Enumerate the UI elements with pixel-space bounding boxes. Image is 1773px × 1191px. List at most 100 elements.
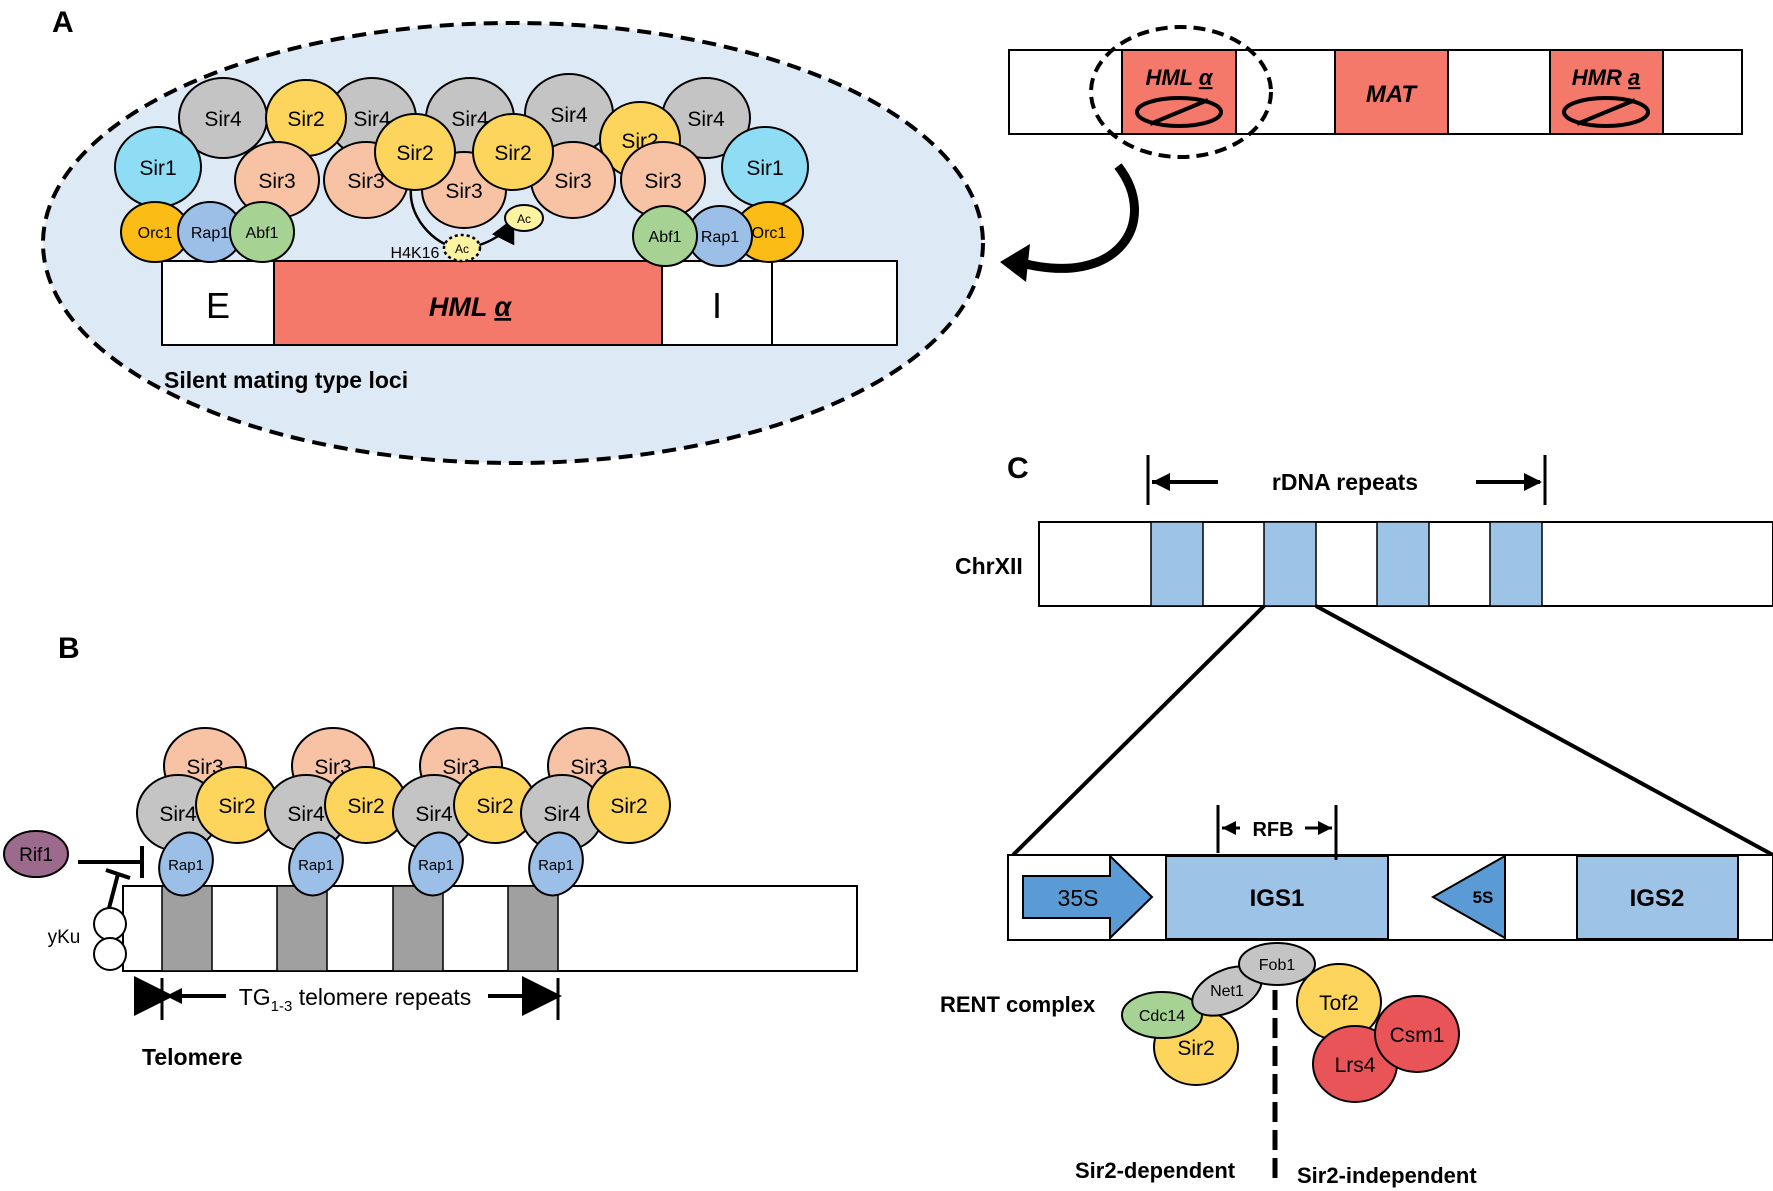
35s-label: 35S [1058, 885, 1099, 911]
abf1-protein [632, 205, 698, 267]
rap1-label: Rap1 [418, 857, 454, 874]
sir3-label: Sir3 [554, 170, 591, 193]
rap1-label: Rap1 [298, 857, 334, 874]
sir2-dependent-label: Sir2-dependent [1075, 1158, 1236, 1183]
zoom-line-right [1315, 604, 1773, 857]
sir4-label: Sir4 [287, 803, 325, 826]
rap1-protein [158, 831, 214, 897]
sir2-label: Sir2 [218, 795, 255, 818]
sir3-label: Sir3 [445, 180, 482, 203]
panel-c-letter: C [1007, 452, 1029, 485]
silenced-icon [1135, 96, 1223, 128]
sir4-label: Sir4 [159, 803, 197, 826]
telomere-caption: Telomere [142, 1044, 243, 1070]
tg-repeat [161, 885, 213, 972]
abf1-label: Abf1 [649, 229, 682, 246]
locus-hml-box [273, 260, 663, 346]
rap1-label: Rap1 [701, 229, 739, 246]
rap1-protein [528, 831, 584, 897]
sir4-label: Sir4 [415, 803, 453, 826]
igs1-box [1165, 855, 1389, 940]
yku-subunit [93, 907, 127, 941]
locus-hml-label: HML α [429, 292, 513, 322]
fob1-protein [1238, 942, 1316, 986]
abf1-label: Abf1 [246, 225, 279, 242]
rent-complex-label: RENT complex [940, 992, 1096, 1017]
hmr-box [1549, 49, 1664, 135]
igs1-label: IGS1 [1250, 885, 1305, 912]
yku-label: yKu [48, 927, 81, 948]
rfb-label: RFB [1252, 819, 1293, 841]
tof2-label: Tof2 [1319, 992, 1359, 1015]
sir3-label: Sir3 [347, 170, 384, 193]
sir1-label: Sir1 [139, 157, 176, 180]
rdna-unit [1489, 521, 1543, 607]
mat-label: MAT [1366, 81, 1419, 108]
sir4-label: Sir4 [353, 108, 391, 131]
sir3-label: Sir3 [570, 756, 607, 779]
rap1-protein [408, 831, 464, 897]
tg-repeats-label: TG1-3 telomere repeats [239, 984, 472, 1015]
igs2-box [1576, 855, 1739, 940]
rdna-unit [1150, 521, 1204, 607]
5s-label: 5S [1473, 888, 1494, 907]
sir-complex-a: Sir4 Sir4 Sir4 Sir4 Sir4 Sir2 Sir2 Sir3 … [114, 73, 809, 267]
sir1-label: Sir1 [746, 157, 783, 180]
rap1-label: Rap1 [168, 857, 204, 874]
sir2-label: Sir2 [494, 142, 531, 165]
sir3-label: Sir3 [442, 756, 479, 779]
sir2-protein [587, 766, 671, 844]
rdna-repeats-label: rDNA repeats [1272, 469, 1418, 495]
cdc14-label: Cdc14 [1139, 1008, 1185, 1025]
csm1-protein [1374, 995, 1460, 1073]
rap1-label: Rap1 [538, 857, 574, 874]
sir4-label: Sir4 [543, 803, 581, 826]
rif1-label: Rif1 [19, 845, 53, 866]
yku-inhibition-bar [105, 868, 131, 880]
net1-label: Net1 [1210, 983, 1244, 1000]
silent-loci-caption: Silent mating type loci [164, 367, 408, 393]
zoom-line-left [1011, 604, 1266, 857]
chrxii-bar [1038, 521, 1773, 607]
mat-box [1334, 49, 1449, 135]
rap1-protein [288, 831, 344, 897]
rent-complex: Sir2 Cdc14 Net1 Fob1 Tof2 Lrs4 Csm1 [1121, 942, 1460, 1103]
sir3-label: Sir3 [644, 170, 681, 193]
hmr-label: HMR a [1572, 65, 1640, 90]
acetyl-label: Ac [517, 212, 531, 226]
hml-zoom-ellipse [1089, 25, 1273, 159]
orc1-label: Orc1 [138, 225, 173, 242]
sir4-label: Sir4 [550, 104, 588, 127]
tg-repeat [276, 885, 328, 972]
telomere-bar [122, 885, 858, 972]
sir4-label: Sir4 [204, 108, 242, 131]
hml-label: HML α [1145, 65, 1213, 90]
igs2-label: IGS2 [1630, 885, 1685, 912]
sir2-label: Sir2 [610, 795, 647, 818]
silenced-icon [1562, 96, 1650, 128]
telomere-sir-complex: Sir3 Sir4 Sir2 Rap1 Sir3 Sir4 Sir2 Rap1 … [136, 727, 671, 897]
zoom-curved-arrow [1016, 163, 1139, 273]
panel-a-letter: A [52, 6, 74, 39]
acetyl-marker [504, 204, 544, 232]
abf1-protein [229, 201, 295, 263]
yku-subunit [93, 937, 127, 971]
35s-arrow [1022, 853, 1154, 941]
rdna-unit [1263, 521, 1317, 607]
sir2-independent-label: Sir2-independent [1297, 1163, 1477, 1188]
rdna-unit-detail: 35S IGS1 5S IGS2 [1007, 853, 1773, 941]
tg-repeats-range: TG1-3 telomere repeats [134, 976, 562, 1020]
locus-i-label: I [712, 285, 722, 326]
sir4-label: Sir4 [687, 108, 725, 131]
acetyl-dotted-marker [442, 233, 482, 263]
sir2-protein [472, 113, 554, 191]
rdna-range: rDNA repeats [1146, 455, 1547, 505]
orc1-label: Orc1 [752, 225, 787, 242]
locus-i-box [661, 260, 773, 346]
rdna-unit [1376, 521, 1430, 607]
rif1-protein [3, 830, 69, 878]
sir2-protein [374, 113, 456, 191]
locus-e-label: E [206, 285, 230, 326]
zoom-arrowhead [1000, 244, 1030, 282]
yku-inhibition-line [106, 873, 120, 913]
